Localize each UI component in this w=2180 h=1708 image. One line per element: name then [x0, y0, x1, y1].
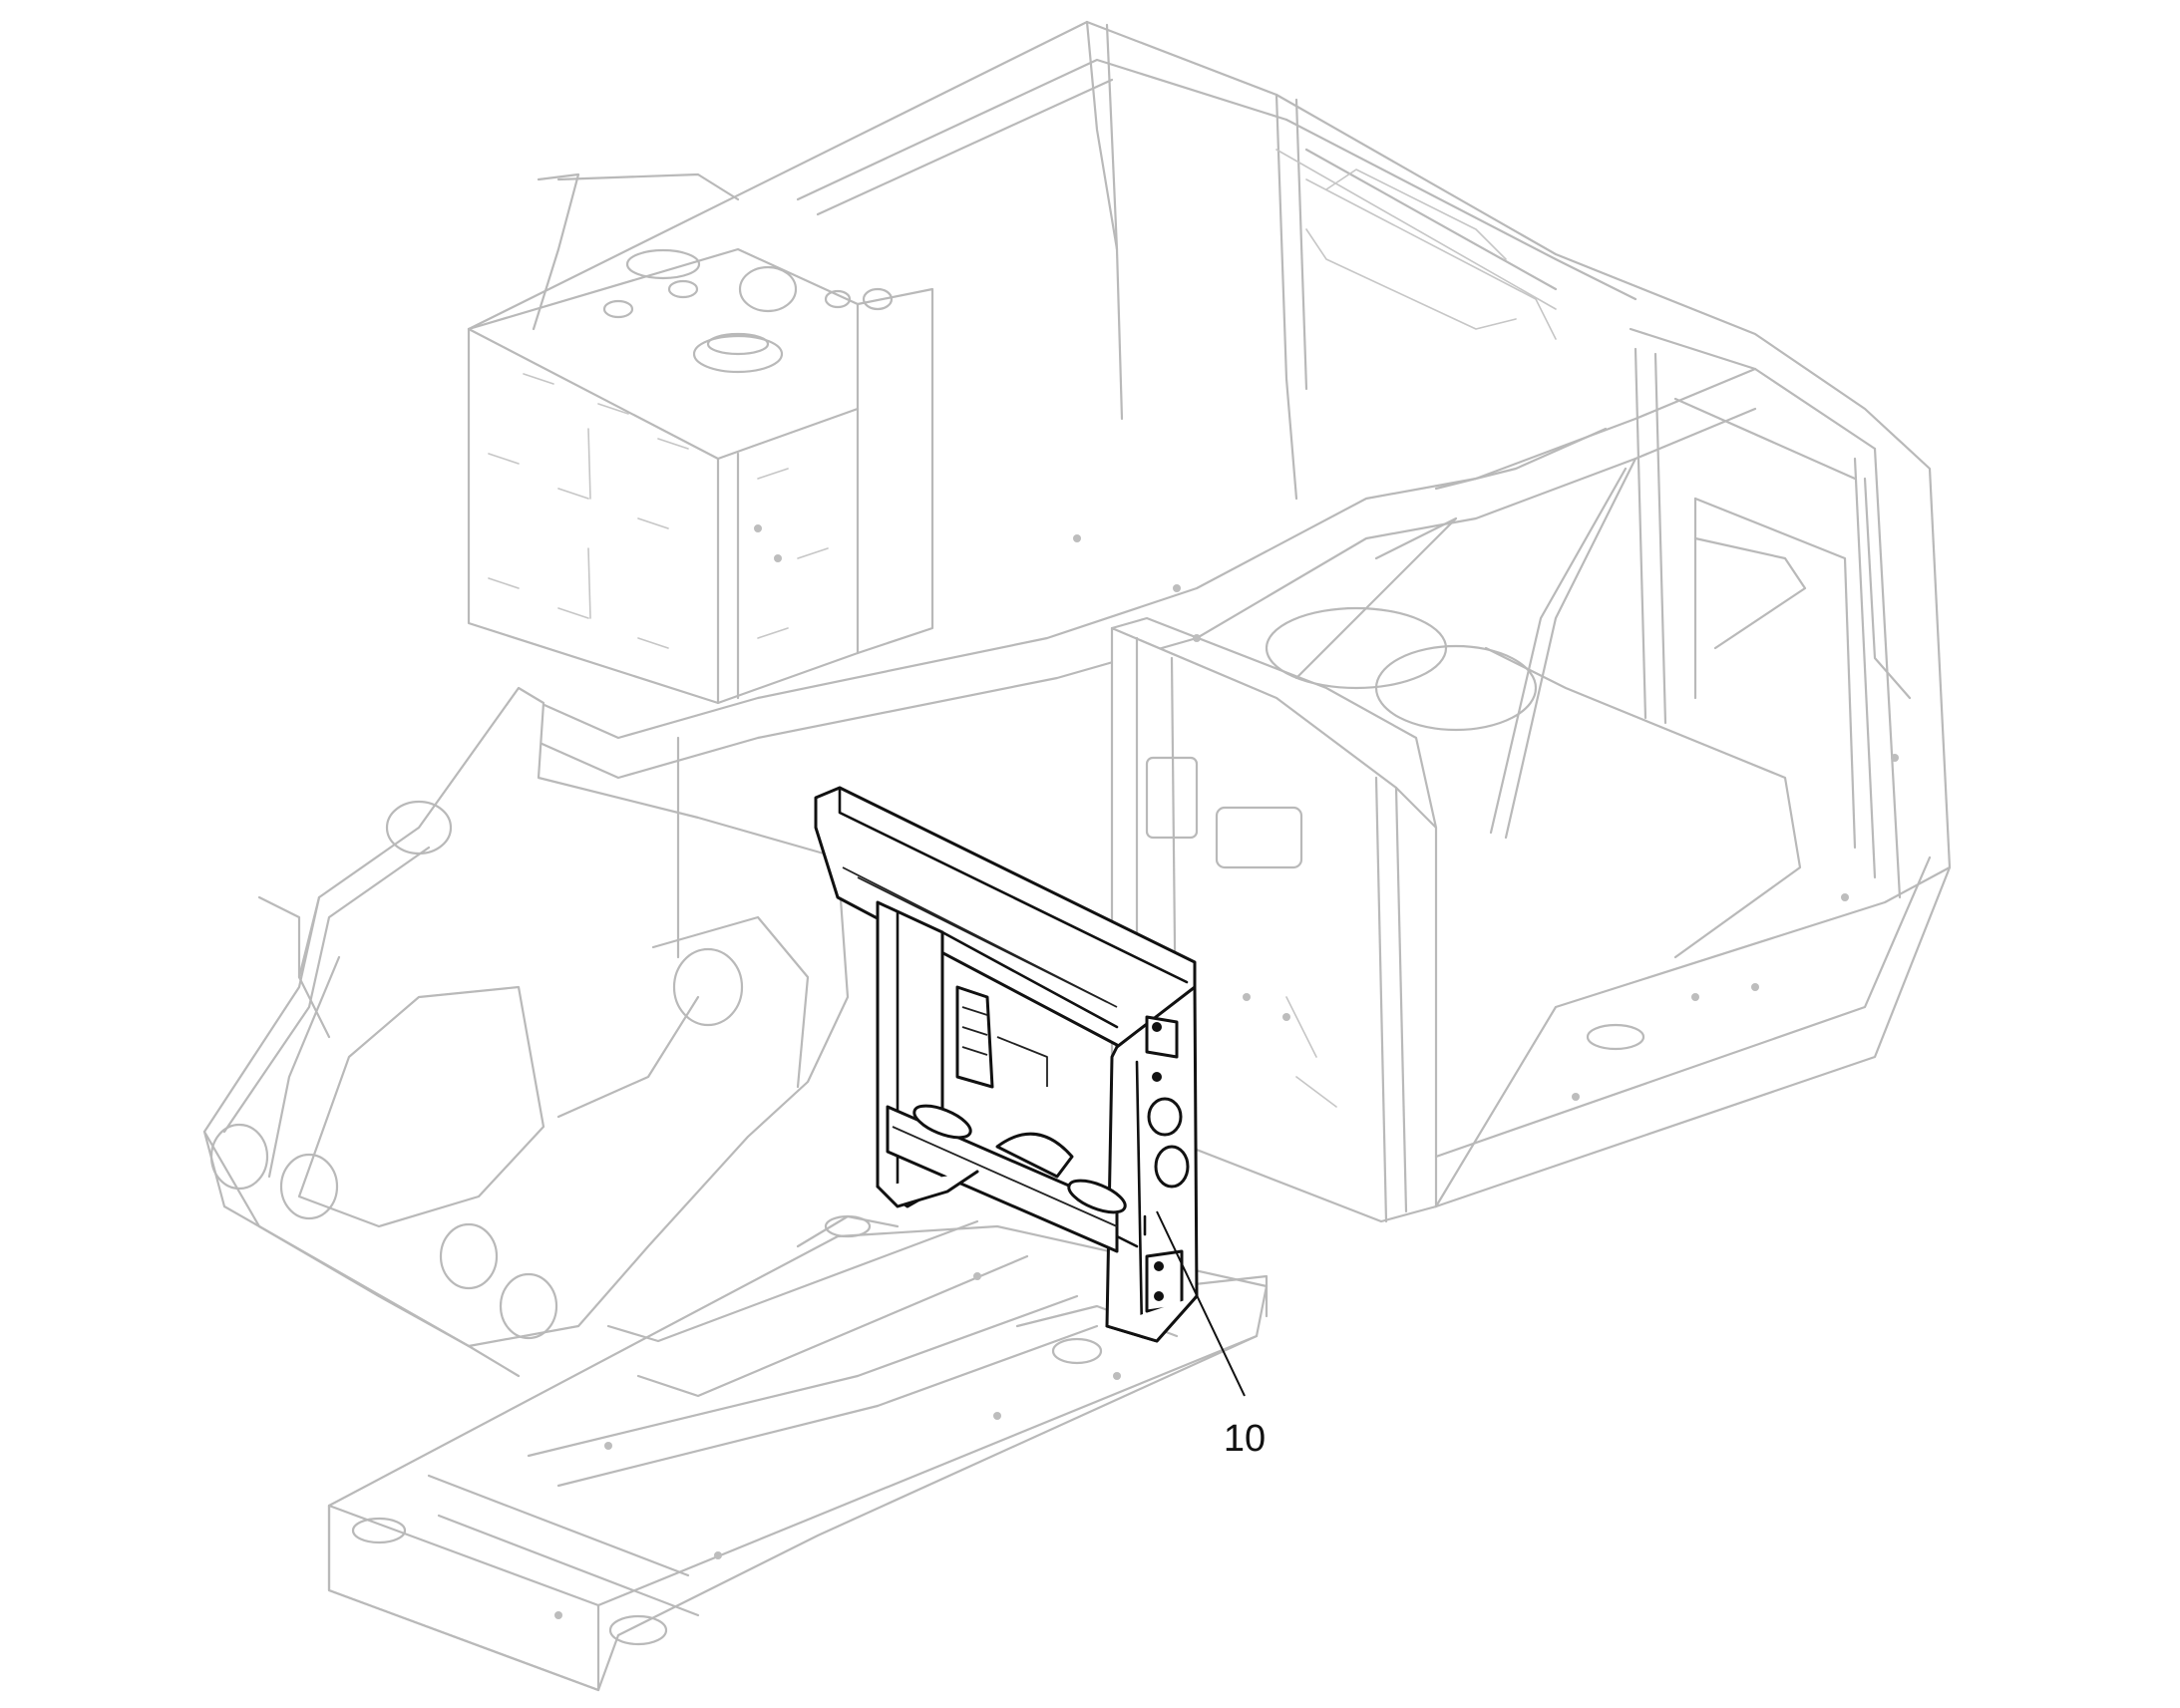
callout-10: 10: [1156, 1210, 1266, 1460]
callout-label: 10: [1224, 1418, 1266, 1460]
ghosted-chassis-assembly: [202, 20, 1952, 1692]
lower-crossmember: [886, 1105, 1119, 1253]
lower-chassis-frame: [327, 1214, 1269, 1692]
right-box-structure: [1110, 536, 1952, 1223]
bolt-hole-markers: [554, 524, 1899, 1619]
part-10-frame: [814, 786, 1199, 1343]
leader-line: [1156, 1210, 1246, 1397]
boom-mount-plates: [202, 686, 850, 1378]
top-cross-beam: [527, 367, 1757, 840]
tank-box: [467, 172, 934, 705]
